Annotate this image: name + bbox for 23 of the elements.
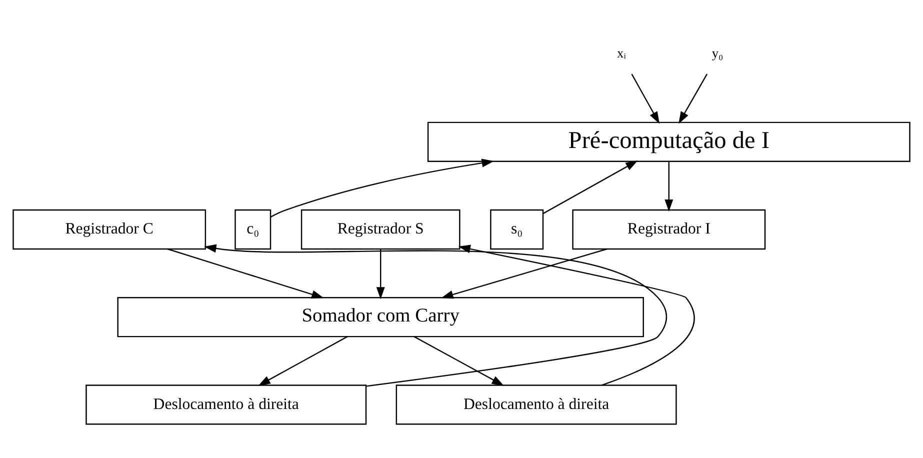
arrow [664,161,674,212]
arrow [458,244,695,386]
node-box: c₀ [234,208,272,250]
node-box: Registrador I [572,208,766,250]
arrow [678,73,708,124]
arrow [270,158,494,217]
arrow [414,336,504,386]
arrow [204,244,667,386]
node-box: Pré-computação de I [427,121,910,162]
node-box: s₀ [490,208,544,250]
node-box: Somador com Carry [117,296,644,337]
node-text: y₀ [712,45,724,60]
arrow [258,336,348,386]
arrow [441,248,608,298]
node-box: Registrador C [12,208,206,250]
arrow [631,73,660,124]
node-box: Deslocamento à direita [396,384,677,424]
arrow [167,248,324,298]
node-box: Deslocamento à direita [86,384,367,424]
arrow [376,248,385,299]
node-box: Registrador S [300,208,460,250]
node-text: xᵢ [617,45,626,60]
arrow [543,160,638,214]
